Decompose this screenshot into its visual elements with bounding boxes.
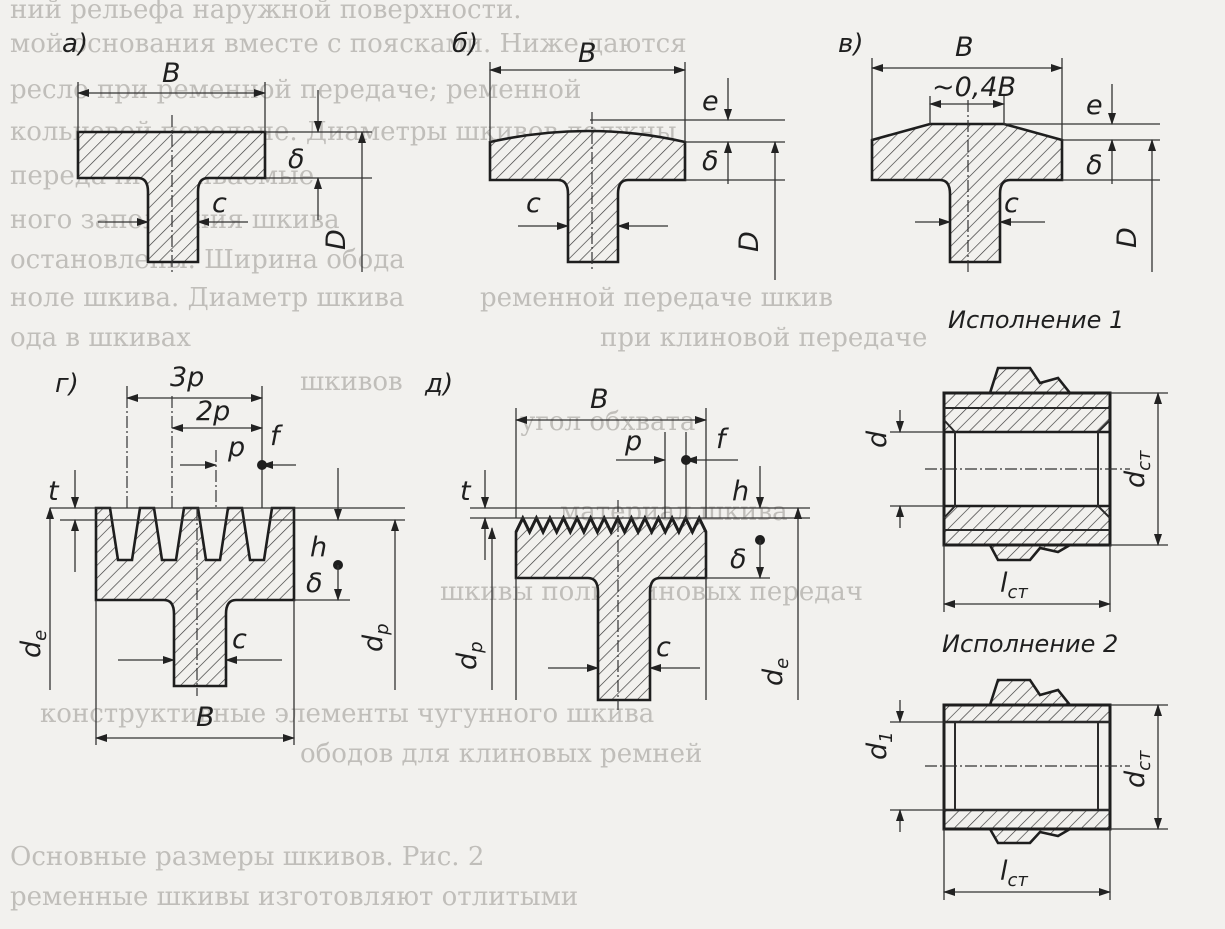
label-dp: dp [452,641,487,670]
bg-line: шкивов [300,367,403,397]
bg-line: ноле шкива. Диаметр шкива [10,283,404,313]
label-b: B [955,32,974,63]
label-b: B [162,58,181,89]
label-c: c [232,624,247,655]
label-c: c [1004,188,1019,219]
label-3p: 3p [170,362,204,393]
view-d-ribbed-rim: д) B p f t h δ dp de c [424,369,810,710]
bg-line: Основные размеры шкивов. Рис. 2 [10,842,484,872]
label-de: de [16,630,51,658]
label-c: c [526,188,541,219]
rim-section [488,129,687,264]
label-d: D [734,231,765,252]
label-h: h [732,476,749,507]
label-dst: dст [1120,450,1155,488]
bg-line: ний рельефа наружной поверхности. [10,0,522,25]
label-lst: lст [1000,856,1028,891]
label-b: B [578,38,597,69]
label-delta: δ [702,146,719,177]
label-b: B [196,702,215,733]
view-g-title: г) [55,369,79,399]
rim-section [94,506,296,688]
hub-variant-2: Исполнение 2 dст d1 lст [862,630,1168,900]
rib-profile [514,514,708,536]
view-a-title: а) [62,29,88,59]
bg-line: ода в шкивах [10,323,191,353]
label-delta: δ [730,544,747,575]
label-04b: ~0,4B [932,72,1016,103]
label-f: f [716,424,729,455]
label-p: p [624,426,642,457]
label-delta: δ [306,568,323,599]
hub-top-section [942,366,1112,434]
hub1-caption: Исполнение 1 [948,306,1124,334]
hub-variant-1: Исполнение 1 dст d lст [862,306,1168,612]
label-delta: δ [288,144,305,175]
view-a-flat-rim: а) B δ D c [62,29,372,272]
label-e: e [702,86,719,117]
view-v-title: в) [838,29,863,59]
label-f: f [270,421,283,452]
label-b: B [590,384,609,415]
view-b-convex-rim: б) B e δ D c [452,29,785,280]
bg-line: ресло при ременной передаче; ременной [10,75,581,105]
hub-outline [942,703,1112,831]
rim-section [870,122,1064,264]
hub-top-section [942,678,1112,724]
label-lst: lст [1000,568,1028,603]
hub-bottom-section [942,504,1112,562]
hub-bottom-section [942,808,1112,845]
bg-line: ременной передаче шкив [480,283,833,313]
label-2p: 2p [196,396,230,427]
label-h: h [310,532,327,563]
bg-line: ременные шкивы изготовляют отлитыми [10,882,578,912]
bg-line: остановлены. Ширина обода [10,245,405,275]
view-v-chamfered-rim: в) B ~0,4B e δ D c [838,29,1160,272]
label-d: D [1112,227,1143,248]
label-d: d [862,430,893,448]
view-b-title: б) [452,29,478,59]
bg-line: ободов для клиновых ремней [300,739,702,769]
view-g-grooved-rim: г) 3p 2p p f t h δ de dp c [16,362,405,745]
bg-line: при клиновой передаче [600,323,927,353]
label-t: t [460,476,472,507]
label-p: p [227,432,245,463]
bg-line: конструктивные элементы чугунного шкива [40,699,654,729]
label-delta: δ [1086,150,1103,181]
label-d1: d1 [862,731,897,760]
rim-section [514,515,708,702]
label-c: c [656,632,671,663]
label-c: c [212,188,227,219]
label-d: D [321,229,352,250]
label-dst: dст [1120,750,1155,788]
label-t: t [48,476,60,507]
bg-line: мой основания вместе с поясками. Ниже да… [10,29,687,59]
label-e: e [1086,90,1103,121]
label-de: de [758,658,793,686]
view-d-title: д) [424,369,453,399]
hub2-caption: Исполнение 2 [942,630,1118,658]
label-dp: dp [358,623,393,652]
